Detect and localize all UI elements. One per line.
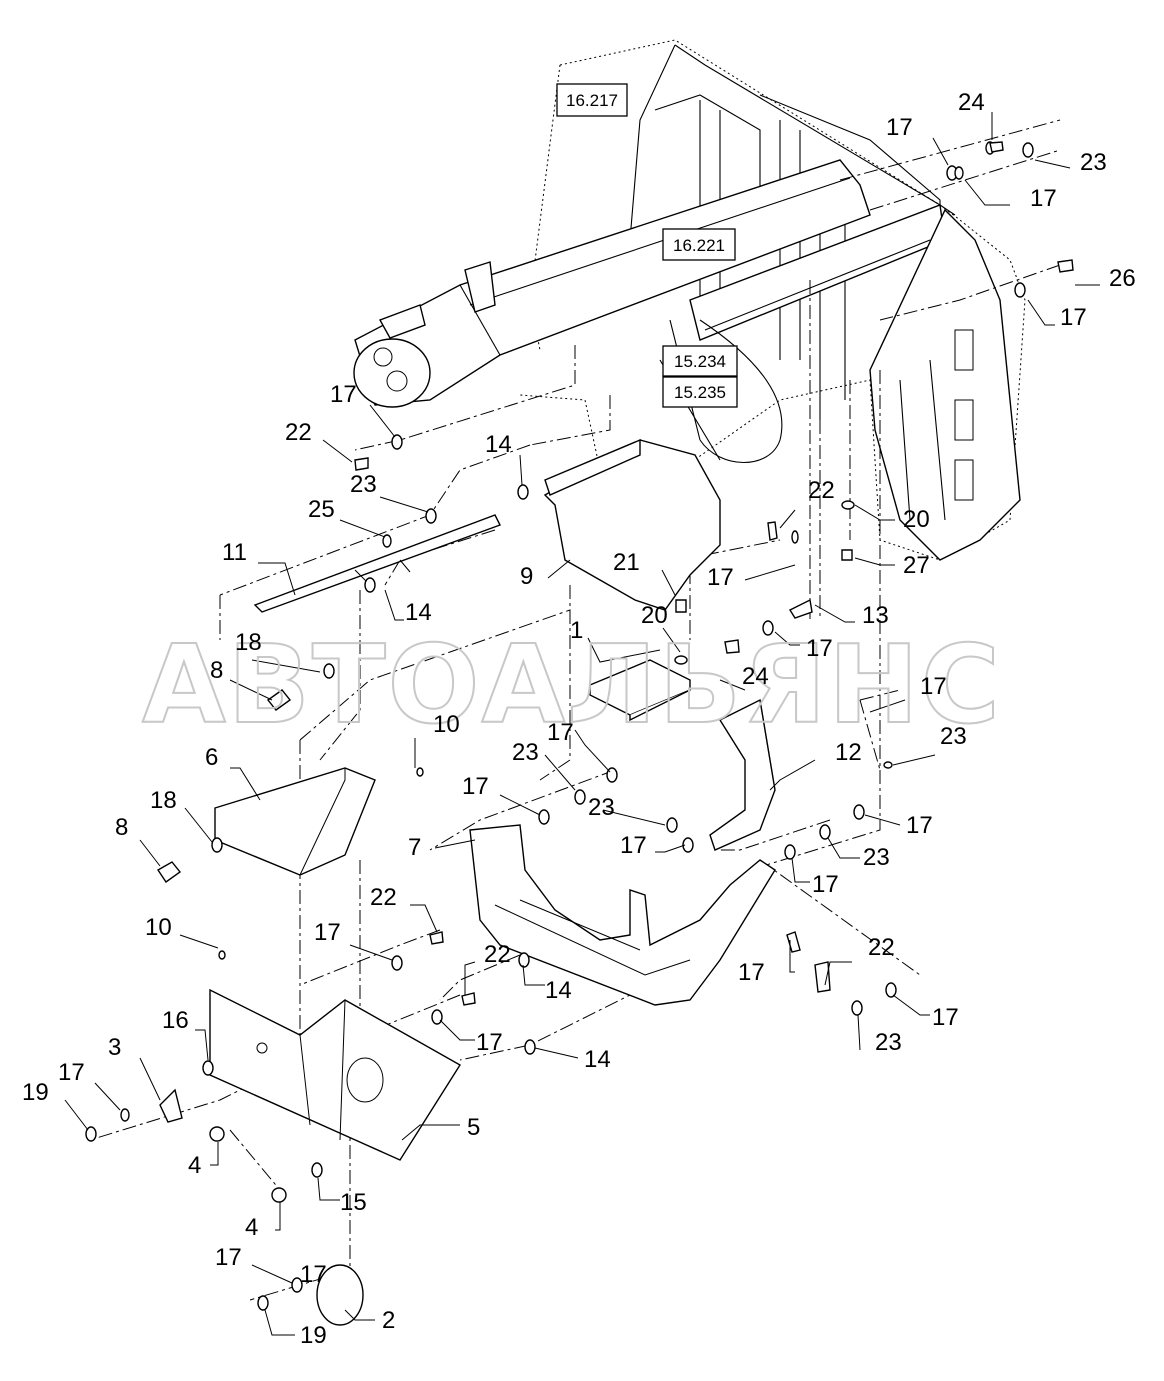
callout-label: 12 bbox=[835, 739, 862, 766]
reference-label: 15.235 bbox=[674, 383, 726, 402]
callout-label: 5 bbox=[467, 1114, 480, 1141]
callout-label: 13 bbox=[862, 602, 889, 629]
callout-label: 22 bbox=[868, 934, 895, 961]
callout-label: 22 bbox=[370, 884, 397, 911]
callout-label: 23 bbox=[512, 739, 539, 766]
callout-label: 7 bbox=[408, 834, 421, 861]
callout-label: 8 bbox=[210, 657, 223, 684]
callout-label: 17 bbox=[806, 635, 833, 662]
callout-label: 17 bbox=[215, 1244, 242, 1271]
callout-label: 14 bbox=[584, 1046, 611, 1073]
callout-label: 17 bbox=[58, 1059, 85, 1086]
shield-6 bbox=[214, 767, 376, 876]
callout-label: 25 bbox=[308, 496, 335, 523]
callout-label: 19 bbox=[22, 1079, 49, 1106]
callout-label: 1 bbox=[570, 617, 583, 644]
callout-label: 23 bbox=[940, 723, 967, 750]
callout-label: 9 bbox=[520, 563, 533, 590]
callout-label: 17 bbox=[1030, 185, 1057, 212]
callout-label: 21 bbox=[613, 549, 640, 576]
chassis-frame bbox=[353, 39, 1026, 561]
callout-label: 14 bbox=[485, 431, 512, 458]
callout-label: 26 bbox=[1109, 265, 1136, 292]
reference-box-16-221: 16.221 bbox=[662, 228, 736, 261]
callout-label: 17 bbox=[1060, 304, 1087, 331]
callout-label: 14 bbox=[405, 599, 432, 626]
callout-label: 15 bbox=[340, 1189, 367, 1216]
callout-label: 6 bbox=[205, 744, 218, 771]
callout-label: 17 bbox=[886, 114, 913, 141]
bracket-3 bbox=[159, 1088, 183, 1123]
reference-label: 16.217 bbox=[566, 91, 618, 110]
callout-label: 8 bbox=[115, 814, 128, 841]
callout-label: 17 bbox=[547, 719, 574, 746]
callout-label: 17 bbox=[462, 773, 489, 800]
callout-label: 23 bbox=[875, 1029, 902, 1056]
callout-label: 23 bbox=[350, 471, 377, 498]
callout-label: 18 bbox=[150, 787, 177, 814]
bracket-1 bbox=[589, 659, 691, 722]
callout-label: 14 bbox=[545, 977, 572, 1004]
callout-label: 20 bbox=[903, 506, 930, 533]
callout-label: 4 bbox=[245, 1214, 258, 1241]
callout-label: 10 bbox=[433, 711, 460, 738]
callout-numbers: 24 17 23 17 26 17 17 22 14 23 25 11 14 9… bbox=[22, 89, 1136, 1349]
callout-label: 22 bbox=[484, 941, 511, 968]
shield-7 bbox=[469, 824, 776, 1006]
callout-label: 18 bbox=[235, 629, 262, 656]
cover-2 bbox=[316, 1264, 364, 1326]
callout-label: 22 bbox=[808, 477, 835, 504]
callout-label: 27 bbox=[903, 552, 930, 579]
callout-label: 23 bbox=[588, 794, 615, 821]
shield-5 bbox=[209, 988, 461, 1161]
callout-label: 16 bbox=[162, 1007, 189, 1034]
callout-label: 17 bbox=[707, 564, 734, 591]
callout-label: 17 bbox=[932, 1004, 959, 1031]
reference-box-16-217: 16.217 bbox=[556, 83, 628, 117]
callout-label: 17 bbox=[476, 1029, 503, 1056]
reference-label: 16.221 bbox=[673, 236, 725, 255]
callout-label: 23 bbox=[1080, 149, 1107, 176]
callout-label: 20 bbox=[641, 602, 668, 629]
callout-label: 4 bbox=[188, 1152, 201, 1179]
callout-label: 17 bbox=[620, 832, 647, 859]
callout-label: 17 bbox=[330, 381, 357, 408]
callout-label: 19 bbox=[300, 1322, 327, 1349]
shield-9 bbox=[543, 438, 721, 611]
callout-label: 23 bbox=[863, 844, 890, 871]
callout-label: 17 bbox=[300, 1261, 327, 1288]
bracket-13 bbox=[788, 598, 813, 619]
callout-label: 11 bbox=[222, 539, 247, 566]
shield-12 bbox=[709, 698, 776, 851]
callout-label: 3 bbox=[108, 1034, 121, 1061]
callout-label: 10 bbox=[145, 914, 172, 941]
reference-box-15-234: 15.234 bbox=[662, 345, 738, 377]
reference-label: 15.234 bbox=[674, 352, 726, 371]
leader-lines bbox=[64, 112, 1100, 1336]
callout-label: 17 bbox=[920, 673, 947, 700]
callout-label: 17 bbox=[906, 812, 933, 839]
watermark: АВТОАЛЬЯНС bbox=[142, 623, 1002, 748]
reference-box-15-235: 15.235 bbox=[662, 376, 738, 408]
callout-label: 17 bbox=[738, 959, 765, 986]
callout-label: 17 bbox=[812, 871, 839, 898]
callout-label: 24 bbox=[742, 663, 769, 690]
callout-label: 22 bbox=[285, 419, 312, 446]
callout-label: 2 bbox=[382, 1307, 395, 1334]
callout-label: 17 bbox=[314, 919, 341, 946]
strip-11 bbox=[253, 514, 501, 613]
callout-label: 24 bbox=[958, 89, 985, 116]
